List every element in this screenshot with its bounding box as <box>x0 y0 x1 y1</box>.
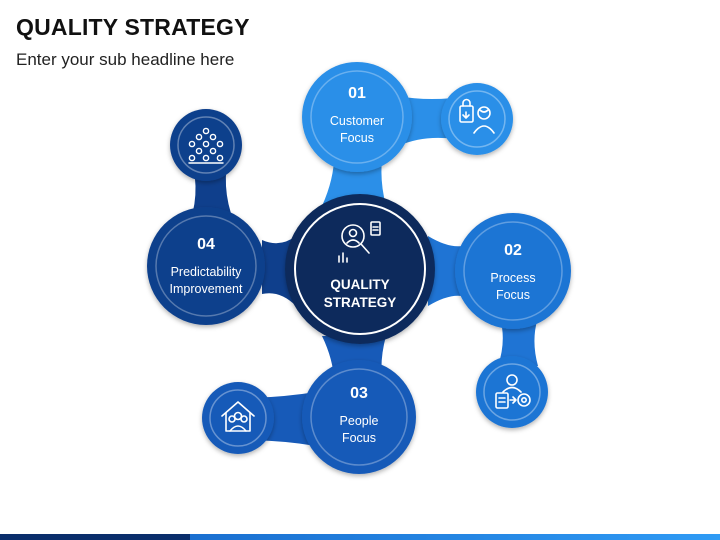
node-people-label-1: People <box>340 414 379 428</box>
satellite-predictability <box>170 109 242 181</box>
node-customer-label-1: Customer <box>330 114 384 128</box>
footer-bar-light <box>190 534 720 540</box>
footer-bar-dark <box>0 534 190 540</box>
node-process-label-1: Process <box>490 271 535 285</box>
node-predictability-number: 04 <box>197 236 215 253</box>
node-customer: 01 Customer Focus <box>302 62 412 172</box>
node-process: 02 Process Focus <box>455 213 571 329</box>
center-hub: QUALITY STRATEGY <box>285 194 435 344</box>
people-home-icon <box>221 401 255 432</box>
center-label-1: QUALITY <box>330 277 389 292</box>
magnifier-person-icon <box>338 221 381 263</box>
satellite-process <box>476 356 548 428</box>
center-label-2: STRATEGY <box>324 295 397 310</box>
node-process-label-2: Focus <box>496 288 530 302</box>
node-predictability-label-2: Improvement <box>170 282 243 296</box>
node-people-number: 03 <box>350 385 368 402</box>
satellite-people <box>202 382 274 454</box>
page-subtitle: Enter your sub headline here <box>16 50 235 69</box>
node-predictability: 04 Predictability Improvement <box>147 207 265 325</box>
node-people-label-2: Focus <box>342 431 376 445</box>
team-group-icon <box>188 127 224 164</box>
node-process-number: 02 <box>504 242 522 259</box>
node-customer-number: 01 <box>348 85 366 102</box>
process-gear-icon <box>495 374 531 409</box>
connector-process <box>428 236 462 306</box>
node-predictability-label-1: Predictability <box>171 265 243 279</box>
node-people: 03 People Focus <box>302 360 416 474</box>
shopping-customer-icon <box>459 98 495 134</box>
satellite-customer <box>441 83 513 155</box>
node-customer-label-2: Focus <box>340 131 374 145</box>
page-title: QUALITY STRATEGY <box>16 14 250 40</box>
